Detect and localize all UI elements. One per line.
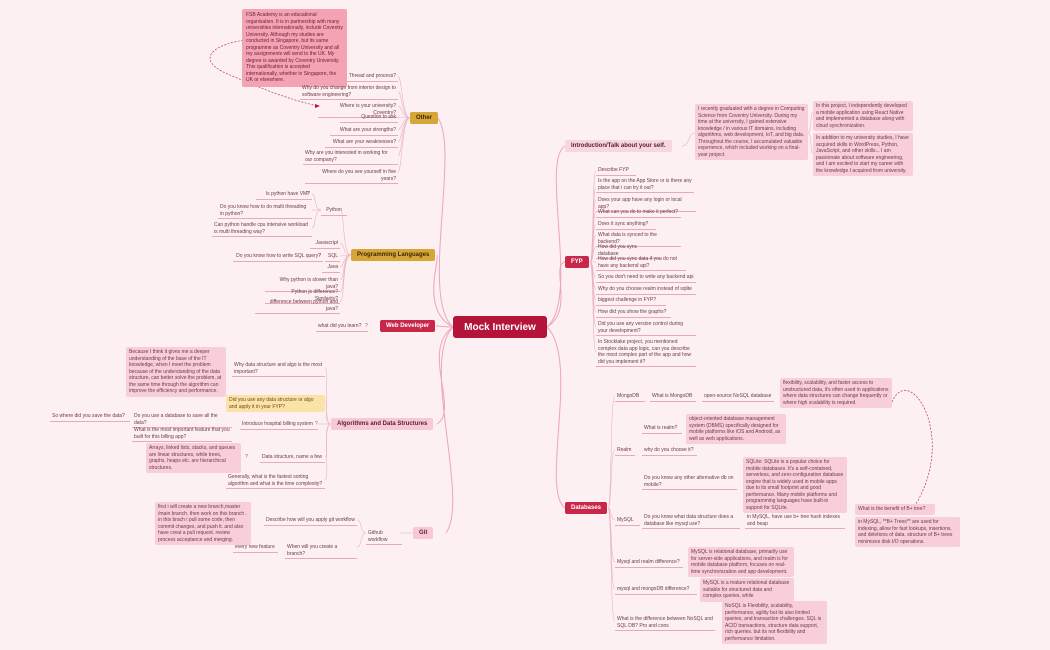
fyp-question[interactable]: Does it sync anything? bbox=[596, 220, 656, 230]
mongodb-node[interactable]: MongoDB bbox=[615, 392, 645, 402]
language-question[interactable]: Why python is slower than java? bbox=[265, 276, 340, 292]
fyp-question[interactable]: Is the app on the App Store or is there … bbox=[596, 177, 694, 193]
python-item[interactable]: Is python have VM? bbox=[256, 190, 312, 200]
algo-question[interactable]: What is the most important feature that … bbox=[132, 426, 232, 442]
db-question[interactable]: What is realm? bbox=[642, 424, 682, 434]
fyp-question[interactable]: Does your app have any login or local ap… bbox=[596, 196, 696, 212]
fyp-question[interactable]: What data is synced to the backend? bbox=[596, 231, 681, 247]
realm-answer[interactable]: object-oriented database management syst… bbox=[686, 414, 786, 444]
db-question[interactable]: mysql and mongoDB difference? bbox=[615, 585, 697, 595]
language-question[interactable]: Python js difference? Similarity? bbox=[265, 288, 340, 304]
db-question[interactable]: What is MongoDB bbox=[650, 392, 696, 402]
other-item[interactable]: What are your weaknesses? bbox=[325, 138, 398, 148]
db-answer[interactable]: open-source NoSQL database bbox=[702, 392, 774, 402]
bplus-question[interactable]: What is the benefit of B+ tree? bbox=[855, 504, 935, 515]
branch-fyp[interactable]: FYP bbox=[565, 256, 589, 268]
sql-node[interactable]: SQL bbox=[325, 252, 340, 262]
fyp-question[interactable]: How did you sync data if you do not have… bbox=[596, 255, 686, 271]
db-question[interactable]: What is the difference between NoSQL and… bbox=[615, 615, 715, 631]
fyp-question[interactable]: Describe FYP bbox=[596, 166, 636, 176]
sqlite-answer[interactable]: SQLite: SQLite is a popular choice for m… bbox=[743, 457, 847, 513]
other-item[interactable]: Thread and process? bbox=[330, 72, 398, 82]
python-node[interactable]: Python bbox=[321, 206, 347, 216]
other-item[interactable]: Why do you change from interior design t… bbox=[300, 84, 398, 100]
fyp-question[interactable]: biggest challenge in FYP? bbox=[596, 296, 666, 306]
fyp-question[interactable]: In Stocktake project, you mentioned comp… bbox=[596, 338, 696, 367]
algo-question[interactable]: So where did you save the data? bbox=[50, 412, 130, 422]
sql-item[interactable]: Do you know how to write SQL query? bbox=[233, 252, 323, 262]
other-item[interactable]: Question to ask bbox=[340, 113, 398, 123]
why-ds-answer[interactable]: Because I think it gives me a deeper und… bbox=[126, 347, 226, 397]
fyp-question[interactable]: So you don't need to write any backend a… bbox=[596, 273, 696, 283]
question-icon: ? bbox=[318, 253, 321, 259]
github-workflow-node[interactable]: Github workflow bbox=[366, 529, 402, 545]
branch-databases[interactable]: Databases bbox=[565, 502, 608, 514]
branch-git[interactable]: Git bbox=[413, 527, 434, 539]
mysql-mongo-answer[interactable]: MySQL is a mature relational database su… bbox=[700, 578, 794, 602]
fyp-question[interactable]: How did you sync database bbox=[596, 243, 661, 259]
question-icon: ? bbox=[306, 191, 309, 197]
realm-node[interactable]: Realm bbox=[615, 446, 635, 456]
nosql-sql-answer[interactable]: NoSQL is Flexibility, scalability, perfo… bbox=[722, 601, 827, 644]
algo-question[interactable]: Why data structure and algo is the most … bbox=[232, 361, 325, 377]
algo-question[interactable]: Do you use a database to save all the da… bbox=[132, 412, 232, 428]
question-icon: ? bbox=[315, 421, 318, 427]
other-item[interactable]: Why are you interested in working for ou… bbox=[303, 149, 398, 165]
other-item[interactable]: Where do you see yourself in five years? bbox=[305, 168, 398, 184]
db-answer[interactable]: in MySQL, have use b+ tree hash indexes … bbox=[745, 513, 845, 529]
javascript-node[interactable]: Javascript bbox=[310, 239, 340, 249]
mongo-answer[interactable]: flexibility, scalability, and faster acc… bbox=[780, 378, 892, 408]
python-item[interactable]: Do you know how to do multi threading in… bbox=[218, 203, 312, 219]
python-item[interactable]: Can python handle cpu intensive workload… bbox=[212, 221, 312, 237]
branch-other[interactable]: Other bbox=[410, 112, 439, 124]
intro-main-answer[interactable]: I recently graduated with a degree in Co… bbox=[695, 104, 808, 160]
intro-project[interactable]: In this project, I independently develop… bbox=[813, 101, 913, 131]
db-question[interactable]: Do you know what data structure does a d… bbox=[642, 513, 740, 529]
branch-web-developer[interactable]: Web Developer bbox=[380, 320, 436, 332]
git-question[interactable]: Describe how will you apply git workflow bbox=[264, 516, 357, 526]
ds-answer[interactable]: Arrays, linked lists, stacks, and queues… bbox=[146, 443, 241, 473]
branch-introduction[interactable]: Introduction/Talk about your self. bbox=[565, 140, 672, 152]
db-question[interactable]: Do you know any other alternative db on … bbox=[642, 474, 737, 490]
java-node[interactable]: Java bbox=[322, 263, 340, 273]
db-question[interactable]: Mysql and realm difference? bbox=[615, 558, 683, 568]
central-topic[interactable]: Mock Interview bbox=[453, 316, 547, 338]
branch-algorithms[interactable]: Algorithms and Data Structures bbox=[331, 418, 434, 430]
mysql-node[interactable]: MySQL bbox=[615, 516, 640, 526]
fyp-question[interactable]: Did you use any version control during y… bbox=[596, 320, 696, 336]
other-item[interactable]: What are your strengths? bbox=[330, 126, 398, 136]
webdev-item[interactable]: what did you learn? bbox=[316, 322, 368, 332]
fyp-question[interactable]: How did you show the graphs? bbox=[596, 308, 671, 318]
algo-question[interactable]: Data structure, name a few bbox=[260, 453, 325, 463]
language-question[interactable]: difference between python and java? bbox=[255, 298, 340, 314]
algo-question-highlighted[interactable]: Did you use any data structure or algo a… bbox=[226, 395, 325, 412]
git-question[interactable]: When will you create a branch? bbox=[285, 543, 357, 559]
git-describe-answer[interactable]: first i will create a new branch,master … bbox=[155, 502, 251, 545]
question-icon: ? bbox=[365, 323, 368, 329]
algo-question[interactable]: Introduce hospital billing system bbox=[240, 420, 318, 430]
mysql-realm-answer[interactable]: MySQL is relational database, primarily … bbox=[688, 547, 794, 577]
algo-question[interactable]: Generally, what is the fastest sorting a… bbox=[226, 473, 325, 489]
fsb-academy-note[interactable]: FSB Academy is an educational organisati… bbox=[242, 9, 347, 87]
bplus-answer[interactable]: in MySQL, **B+ Trees** are used for inde… bbox=[855, 517, 960, 547]
intro-studies[interactable]: In addition to my university studies, I … bbox=[813, 133, 913, 176]
branch-programming-languages[interactable]: Programming Languages bbox=[351, 249, 436, 261]
git-when-answer[interactable]: every new feature bbox=[233, 543, 278, 553]
other-item[interactable]: Where is your university? Coventry? bbox=[318, 102, 398, 118]
db-question[interactable]: why do you choose it? bbox=[642, 446, 697, 456]
fyp-question[interactable]: What can you do to make it perfect? bbox=[596, 208, 681, 218]
fyp-question[interactable]: Why do you choose realm instead of sqlit… bbox=[596, 285, 696, 295]
question-icon: ? bbox=[245, 454, 248, 460]
